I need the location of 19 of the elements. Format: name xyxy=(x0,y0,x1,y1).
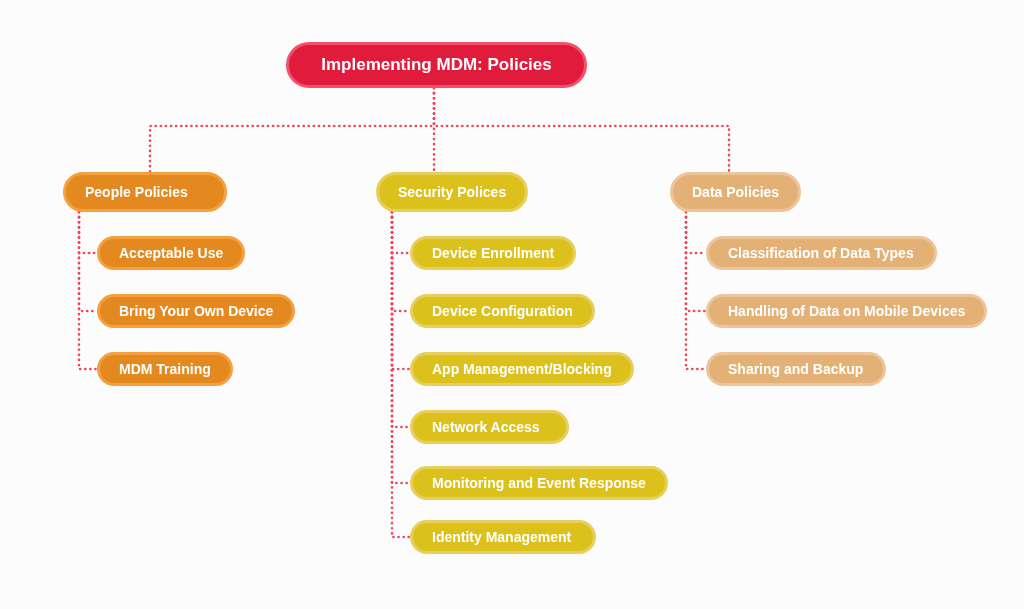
dotted-connector xyxy=(432,86,731,174)
policy-pill: Identity Management xyxy=(410,520,596,554)
policy-pill: Bring Your Own Device xyxy=(97,294,296,328)
policy-pill: App Management/Blocking xyxy=(410,352,634,386)
policy-pill: Acceptable Use xyxy=(97,236,246,270)
policy-pill: People Policies xyxy=(63,172,227,212)
policy-pill: Sharing and Backup xyxy=(706,352,886,386)
policy-pill: Security Polices xyxy=(376,172,529,212)
policy-pill: Data Policies xyxy=(670,172,802,212)
policy-pill: Device Enrollment xyxy=(410,236,577,270)
policy-pill: Network Access xyxy=(410,410,569,444)
policy-pill: Device Configuration xyxy=(410,294,595,328)
policy-pill: Handling of Data on Mobile Devices xyxy=(706,294,988,328)
policy-pill: Monitoring and Event Response xyxy=(410,466,668,500)
dotted-connector xyxy=(77,210,99,371)
title-pill: Implementing MDM: Policies xyxy=(286,42,587,88)
policy-pill: Classification of Data Types xyxy=(706,236,937,270)
dotted-connector xyxy=(390,210,412,539)
policy-pill: MDM Training xyxy=(97,352,233,386)
